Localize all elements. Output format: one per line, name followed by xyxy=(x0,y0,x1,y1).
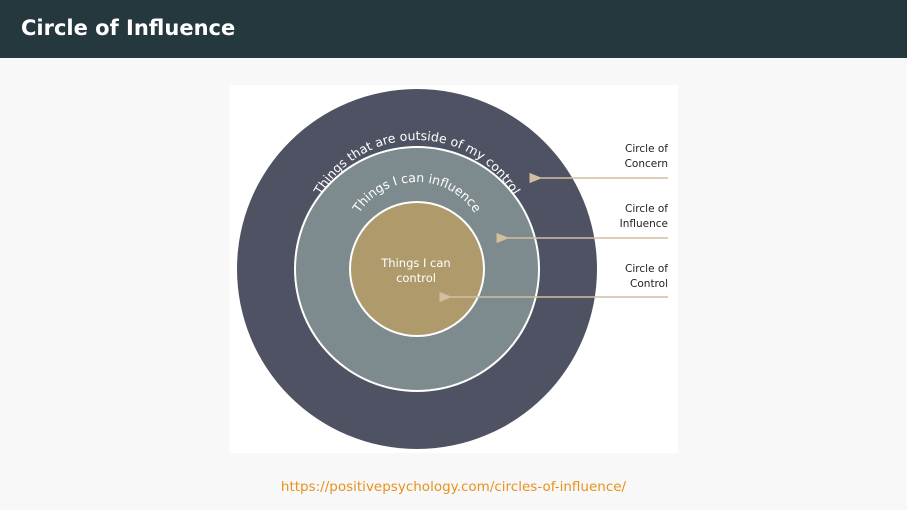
circle-of-influence-diagram: Things that are outside of my control Th… xyxy=(229,85,678,453)
label-concern-line1: Circle of xyxy=(625,143,668,155)
diagram-svg: Things that are outside of my control Th… xyxy=(237,89,668,449)
inner-text-line2: control xyxy=(396,271,436,285)
label-influence-line1: Circle of xyxy=(625,203,668,215)
label-influence-line2: Influence xyxy=(620,218,668,230)
label-concern-line2: Concern xyxy=(625,158,668,170)
page-title: Circle of Influence xyxy=(21,16,236,40)
label-control-line1: Circle of xyxy=(625,263,668,275)
source-link[interactable]: https://positivepsychology.com/circles-o… xyxy=(280,479,627,495)
label-control-line2: Control xyxy=(630,278,668,290)
inner-text-line1: Things I can xyxy=(380,256,450,270)
header-bar: Circle of Influence xyxy=(0,0,907,58)
